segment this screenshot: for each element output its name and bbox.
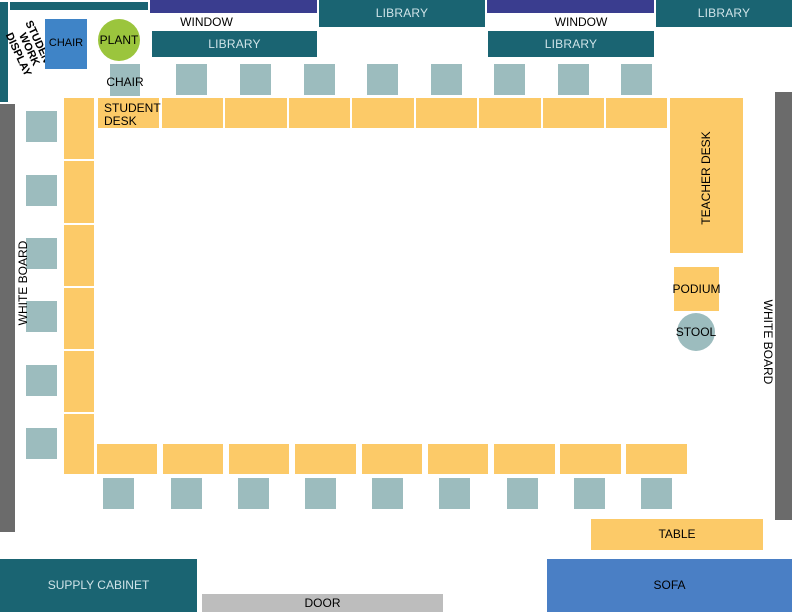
chair <box>507 478 538 509</box>
chair <box>26 238 57 269</box>
student-desk <box>63 224 95 287</box>
student-desk <box>493 443 556 475</box>
student-desk <box>605 97 668 129</box>
chair <box>110 64 140 96</box>
student-desk <box>427 443 489 475</box>
window-right-label: WINDOW <box>554 14 608 29</box>
student-desk-label: STUDENT DESK <box>104 101 161 129</box>
chair <box>171 478 202 509</box>
chair <box>26 428 57 459</box>
whiteboard-left <box>0 104 15 532</box>
student-desk <box>63 97 95 160</box>
student-desk <box>162 443 224 475</box>
student-desk <box>542 97 605 129</box>
student-desk <box>63 287 95 350</box>
student-desk <box>63 350 95 413</box>
chair <box>26 365 57 396</box>
blue-chair: CHAIR <box>45 19 87 69</box>
student-desk <box>161 97 224 129</box>
chair <box>558 64 589 95</box>
student-desk <box>415 97 478 129</box>
podium: PODIUM <box>673 267 721 311</box>
whiteboard-left-label: WHITE BOARD <box>15 240 30 326</box>
student-desk <box>63 160 95 224</box>
student-desk <box>96 443 158 475</box>
chair <box>641 478 672 509</box>
student-desk <box>228 443 290 475</box>
chair <box>26 301 57 332</box>
library-top-left: LIBRARY <box>319 0 485 27</box>
chair <box>439 478 470 509</box>
chair <box>103 478 134 509</box>
supply-cabinet: SUPPLY CABINET <box>0 559 197 612</box>
chair <box>304 64 335 95</box>
whiteboard-right <box>775 92 792 520</box>
window-left-label: WINDOW <box>180 14 233 29</box>
chair <box>240 64 271 95</box>
chair <box>176 64 207 95</box>
sofa: SOFA <box>547 559 792 612</box>
student-desk <box>478 97 542 129</box>
whiteboard-right-label: WHITE BOARD <box>761 299 776 385</box>
student-desk <box>288 97 351 129</box>
chair <box>305 478 336 509</box>
chair <box>26 175 57 206</box>
student-desk <box>361 443 423 475</box>
top-left-strip <box>10 2 148 10</box>
library-mid-right: LIBRARY <box>488 31 654 57</box>
library-mid-left: LIBRARY <box>152 31 317 57</box>
student-desk <box>224 97 288 129</box>
chair <box>494 64 525 95</box>
student-desk <box>63 413 95 475</box>
student-desk <box>97 97 160 129</box>
student-desk <box>559 443 622 475</box>
chair <box>372 478 403 509</box>
chair-label: CHAIR <box>106 74 144 89</box>
stool: STOOL <box>676 313 716 351</box>
chair <box>574 478 605 509</box>
teacher-desk-label: TEACHER DESK <box>698 131 713 225</box>
student-desk <box>625 443 688 475</box>
window-right <box>487 0 654 13</box>
table: TABLE <box>591 519 763 550</box>
chair <box>26 111 57 142</box>
plant: PLANT <box>98 19 140 61</box>
library-top-right: LIBRARY <box>656 0 792 27</box>
chair <box>621 64 652 95</box>
chair <box>431 64 462 95</box>
teacher-desk <box>669 97 744 254</box>
window-left <box>150 0 317 13</box>
student-desk <box>294 443 357 475</box>
chair <box>367 64 398 95</box>
door: DOOR <box>202 594 443 612</box>
student-desk <box>351 97 415 129</box>
left-corner-strip <box>0 2 8 102</box>
chair <box>238 478 269 509</box>
